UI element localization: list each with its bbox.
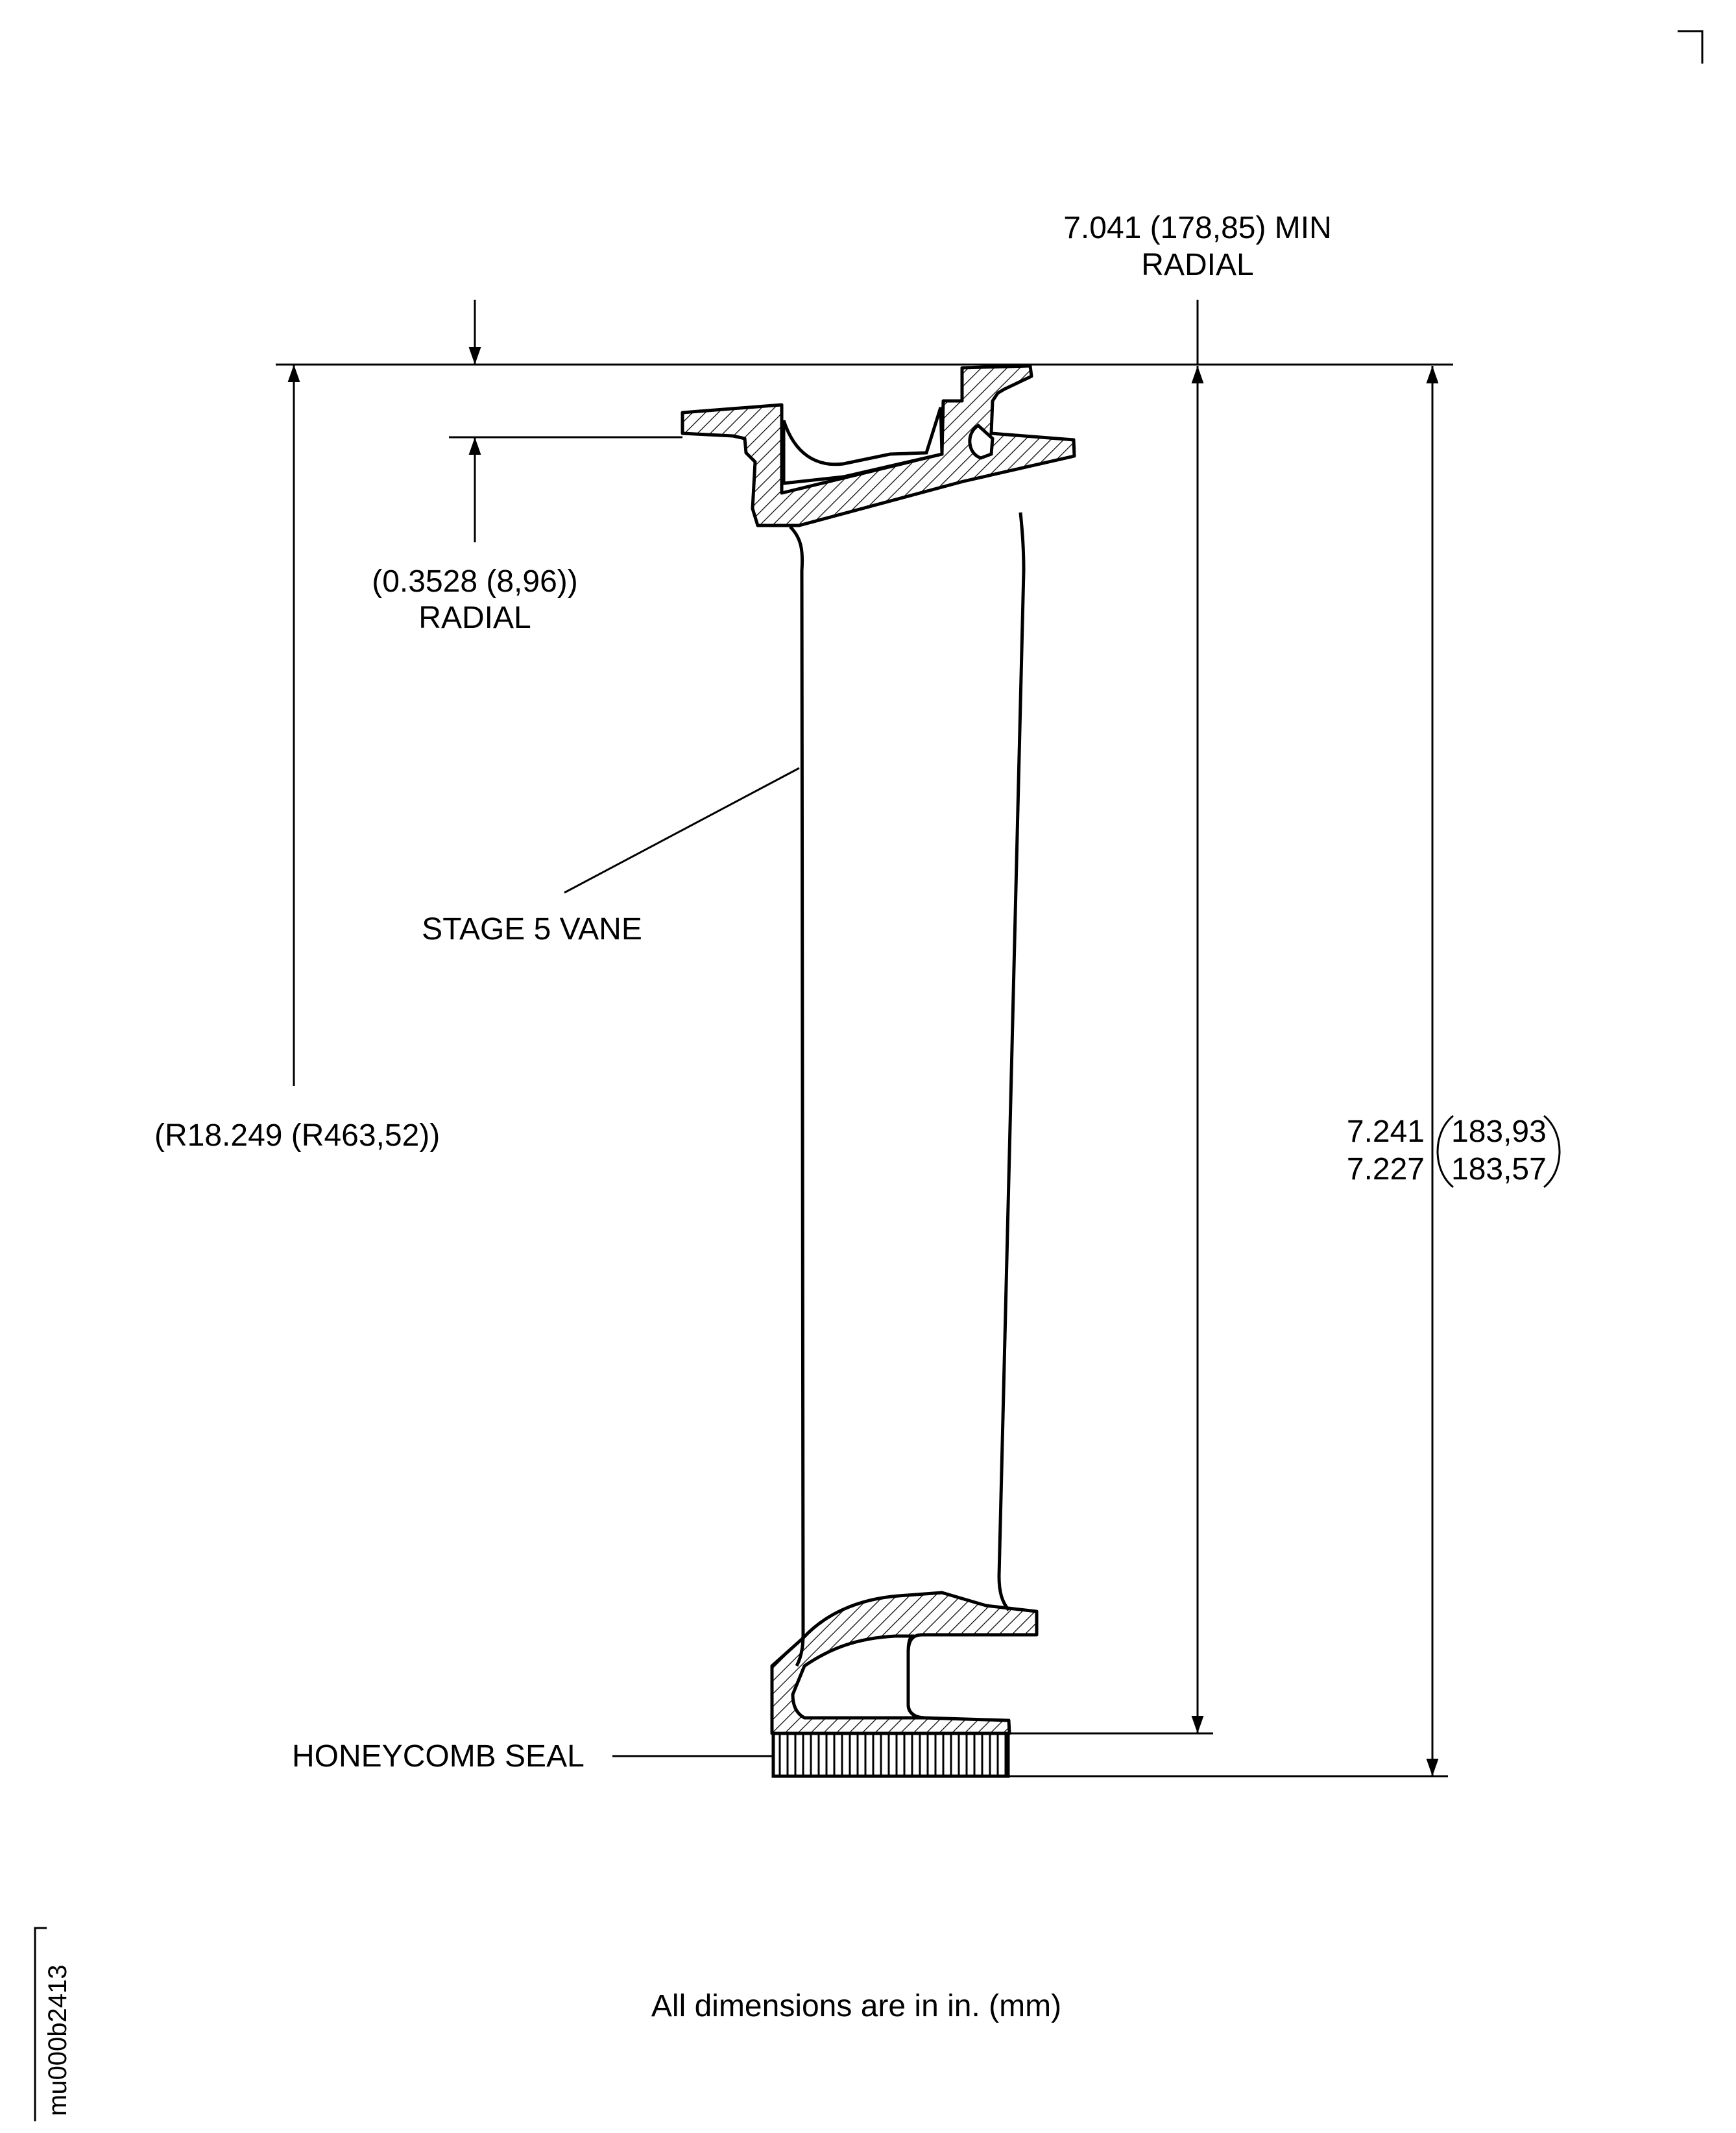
- figure-id-bracket: [34, 1927, 47, 2121]
- min-radial-label-line1: 7.041 (178,85) MIN: [1063, 211, 1332, 245]
- height-mm-max: 183,93: [1451, 1115, 1547, 1149]
- mm-left-paren: [1436, 1115, 1454, 1188]
- figure-id-block: mu000b2413: [34, 1927, 73, 2121]
- inner-shroud-pocket: [791, 1634, 925, 1720]
- min-radial-label-line2: RADIAL: [1141, 248, 1253, 282]
- vane-airfoil-trailing-edge: [997, 512, 1026, 1611]
- crop-mark: [1678, 30, 1704, 64]
- outer-shroud: [681, 364, 1076, 527]
- small-radial-label-line1: (0.3528 (8,96)): [372, 564, 578, 599]
- left-radius-label: (R18.249 (R463,52)): [154, 1118, 440, 1153]
- figure-id: mu000b2413: [43, 1964, 72, 2116]
- shroud-groove: [782, 407, 944, 485]
- honeycomb-seal-label: HONEYCOMB SEAL: [292, 1739, 585, 1774]
- height-in-min: 7.227: [1347, 1152, 1425, 1187]
- height-mm-min: 183,57: [1451, 1152, 1547, 1187]
- vane-airfoil-leading-edge: [789, 525, 805, 1667]
- honeycomb-seal: [771, 1731, 1010, 1778]
- shroud-hook: [968, 423, 995, 460]
- footnote: All dimensions are in in. (mm): [651, 1989, 1061, 2023]
- vane-callout-label: STAGE 5 VANE: [422, 912, 642, 946]
- mm-right-paren: [1543, 1115, 1561, 1188]
- height-in-max: 7.241: [1347, 1115, 1425, 1149]
- small-radial-label-line2: RADIAL: [418, 601, 531, 635]
- vane-leader-line: [564, 767, 800, 894]
